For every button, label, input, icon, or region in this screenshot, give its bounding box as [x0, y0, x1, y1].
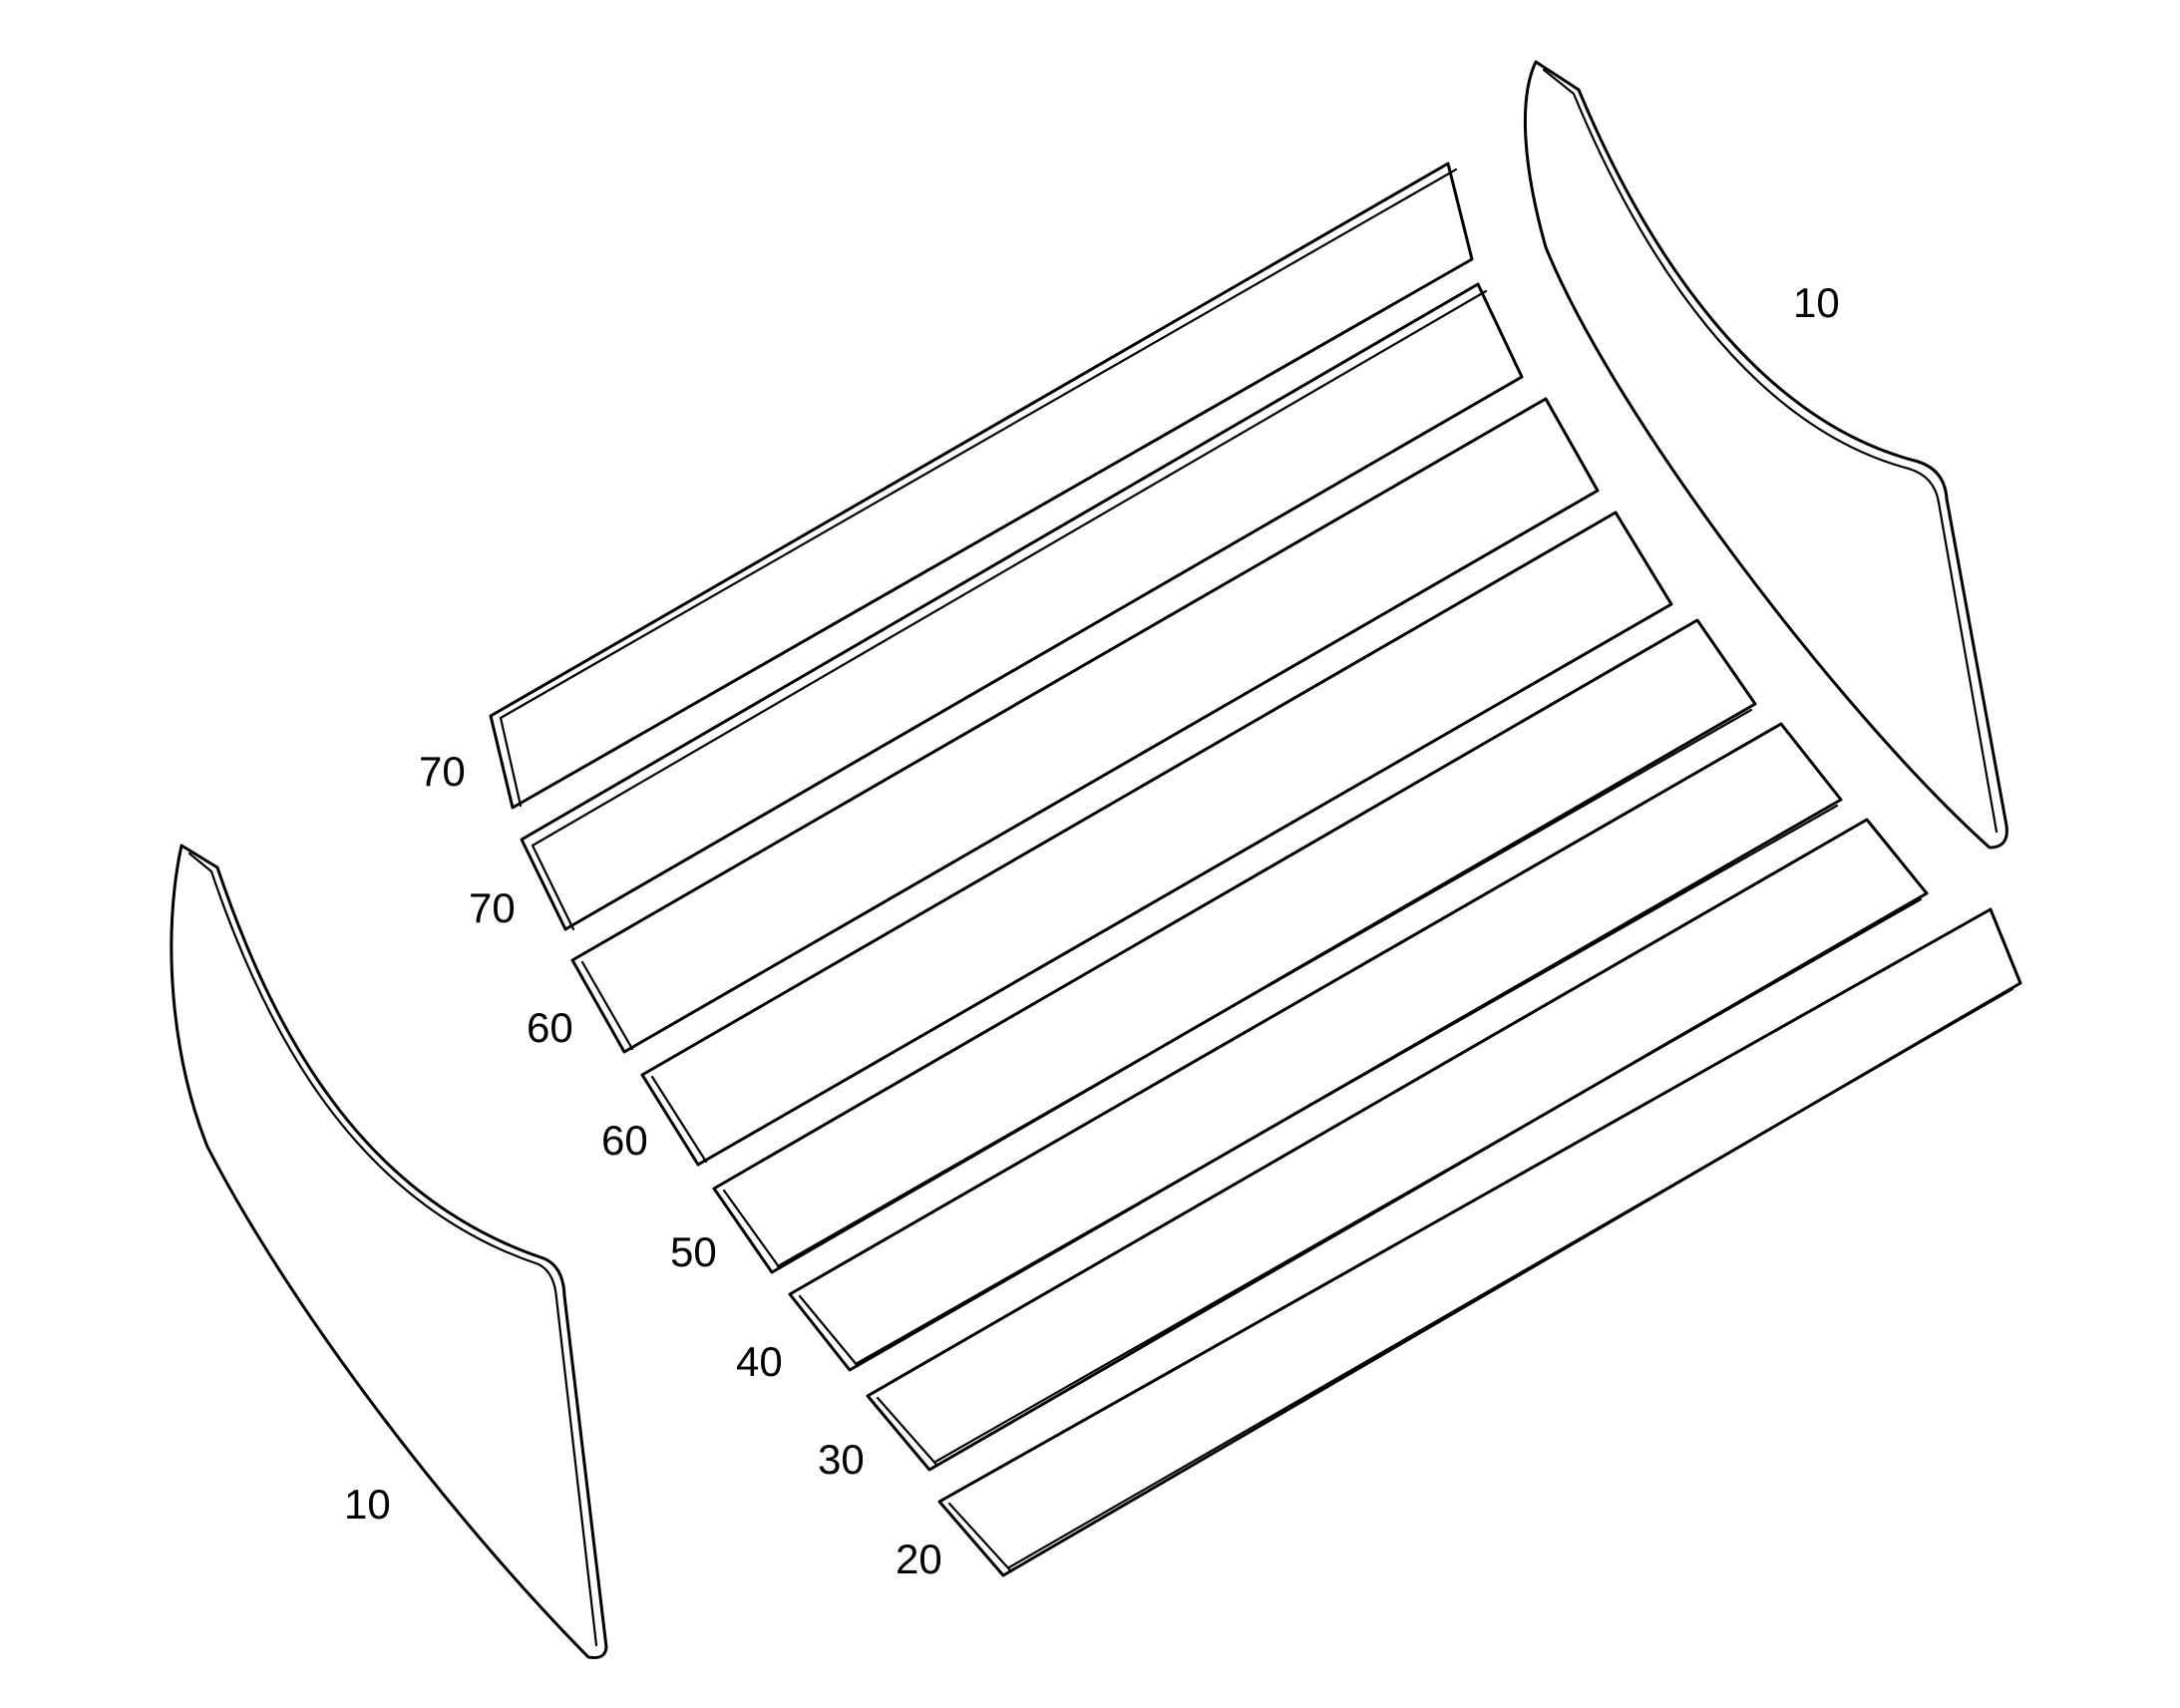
label-slat-70-top: 70 [419, 748, 466, 795]
slat-20-outline [937, 907, 2022, 1577]
label-slat-20: 20 [896, 1536, 942, 1582]
slat-70-top-outline [489, 162, 1474, 810]
slat-60-second-end-edge [650, 1075, 708, 1164]
slat-40 [788, 722, 1843, 1372]
label-slat-40: 40 [736, 1338, 783, 1385]
side-panel-left-face [170, 844, 608, 1659]
label-side-panel-left: 10 [344, 1481, 391, 1528]
slat-30-end-edge [876, 1396, 939, 1468]
slat-70-second-edge [531, 289, 1488, 848]
slat-70-second-end-edge [531, 844, 575, 931]
slat-60-second-outline [640, 511, 1673, 1167]
side-panel-left-thickness-edge [187, 852, 598, 1647]
label-slat-70-second: 70 [469, 884, 516, 931]
label-slat-60-second: 60 [601, 1117, 648, 1164]
side-panel-right-thickness-edge [1542, 68, 1998, 834]
slat-70-top-edge [499, 168, 1458, 720]
side-panel-right [1523, 60, 2008, 850]
slat-30 [866, 818, 1929, 1472]
slat-60-first-outline [570, 397, 1600, 1054]
slat-40-outline [788, 722, 1843, 1372]
label-slat-60-first: 60 [527, 1004, 573, 1051]
slat-20 [937, 907, 2022, 1577]
slat-30-edge [933, 897, 1923, 1464]
slat-50-edge [776, 708, 1753, 1268]
side-panel-left [170, 844, 608, 1659]
slat-60-first-end-edge [580, 960, 634, 1051]
slat-70-top [489, 162, 1474, 810]
slat-60-first [570, 397, 1600, 1054]
slat-60-second [640, 511, 1673, 1167]
slat-30-outline [866, 818, 1929, 1472]
slat-50 [712, 618, 1757, 1274]
label-slat-30: 30 [818, 1436, 865, 1483]
slat-70-second [520, 282, 1524, 931]
slat-40-end-edge [798, 1294, 860, 1368]
label-slat-50: 50 [670, 1228, 717, 1275]
slat-20-edge [1007, 987, 2014, 1569]
slat-50-outline [712, 618, 1757, 1274]
label-side-panel-right: 10 [1793, 279, 1840, 326]
slat-20-end-edge [947, 1502, 1013, 1573]
slat-70-top-end-edge [499, 716, 523, 808]
slat-40-edge [854, 804, 1839, 1366]
slat-70-second-outline [520, 282, 1524, 931]
slat-50-end-edge [722, 1189, 782, 1270]
side-panel-right-face [1523, 60, 2008, 850]
